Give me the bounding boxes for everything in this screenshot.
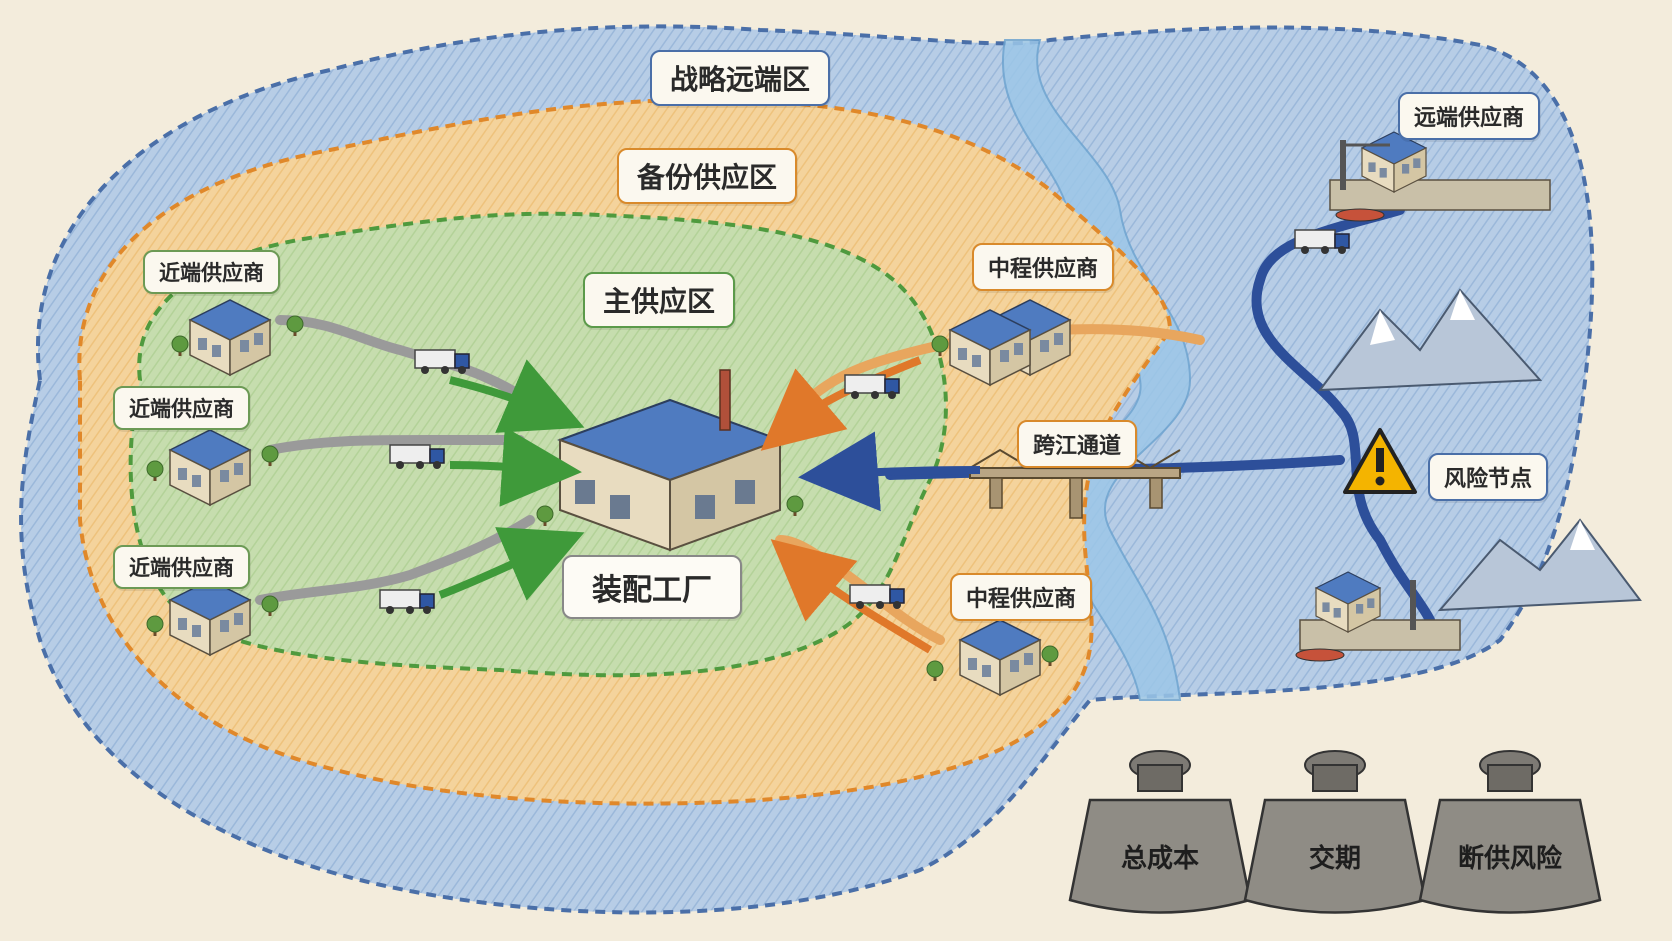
bridge-label: 跨江通道: [1017, 420, 1138, 468]
road-near-1: [275, 315, 525, 400]
port-icon: [1295, 571, 1461, 662]
near-arrow-1: [449, 359, 585, 433]
truck-icon: [844, 374, 900, 400]
road-near-2: [265, 434, 525, 455]
mountain-icon: [1317, 288, 1642, 612]
main-zone-label: 主供应区: [583, 272, 736, 328]
weight-icon: [1418, 750, 1602, 914]
truck-icon: [1294, 229, 1350, 255]
weight-label-risk: 断供风险: [1457, 844, 1562, 874]
far-arrow: [798, 431, 981, 512]
factory-icon: [536, 369, 804, 552]
far-route: [1251, 205, 1435, 625]
strategic-zone-label: 战略远端区: [650, 50, 831, 106]
near-arrow-2: [449, 426, 582, 507]
weight-label-leadtime: 交期: [1308, 844, 1361, 874]
risk-node-label: 风险节点: [1428, 453, 1549, 501]
bridge-icon: [969, 448, 1181, 519]
truck-icon: [379, 589, 435, 615]
mid-supplier-label-1: 中程供应商: [972, 243, 1115, 291]
factory-label: 装配工厂: [562, 555, 742, 619]
near-supplier-label-1: 近端供应商: [143, 250, 280, 294]
truck-icon: [849, 584, 905, 610]
truck-icon: [389, 444, 445, 470]
road-near-3: [255, 515, 535, 605]
near-arrow-3: [438, 527, 585, 601]
mid-supplier-label-2: 中程供应商: [950, 573, 1093, 621]
weight-icon: [1068, 750, 1252, 914]
weight-icon: [1243, 750, 1427, 914]
truck-icon: [414, 349, 470, 375]
far-supplier-label: 远端供应商: [1398, 92, 1541, 140]
warning-triangle-icon: [1343, 428, 1417, 494]
near-supplier-label-2: 近端供应商: [113, 386, 250, 430]
port-icon: [1329, 131, 1551, 222]
weight-label-cost: 总成本: [1120, 844, 1199, 874]
backup-zone-label: 备份供应区: [617, 148, 798, 204]
near-supplier-label-3: 近端供应商: [113, 545, 250, 589]
